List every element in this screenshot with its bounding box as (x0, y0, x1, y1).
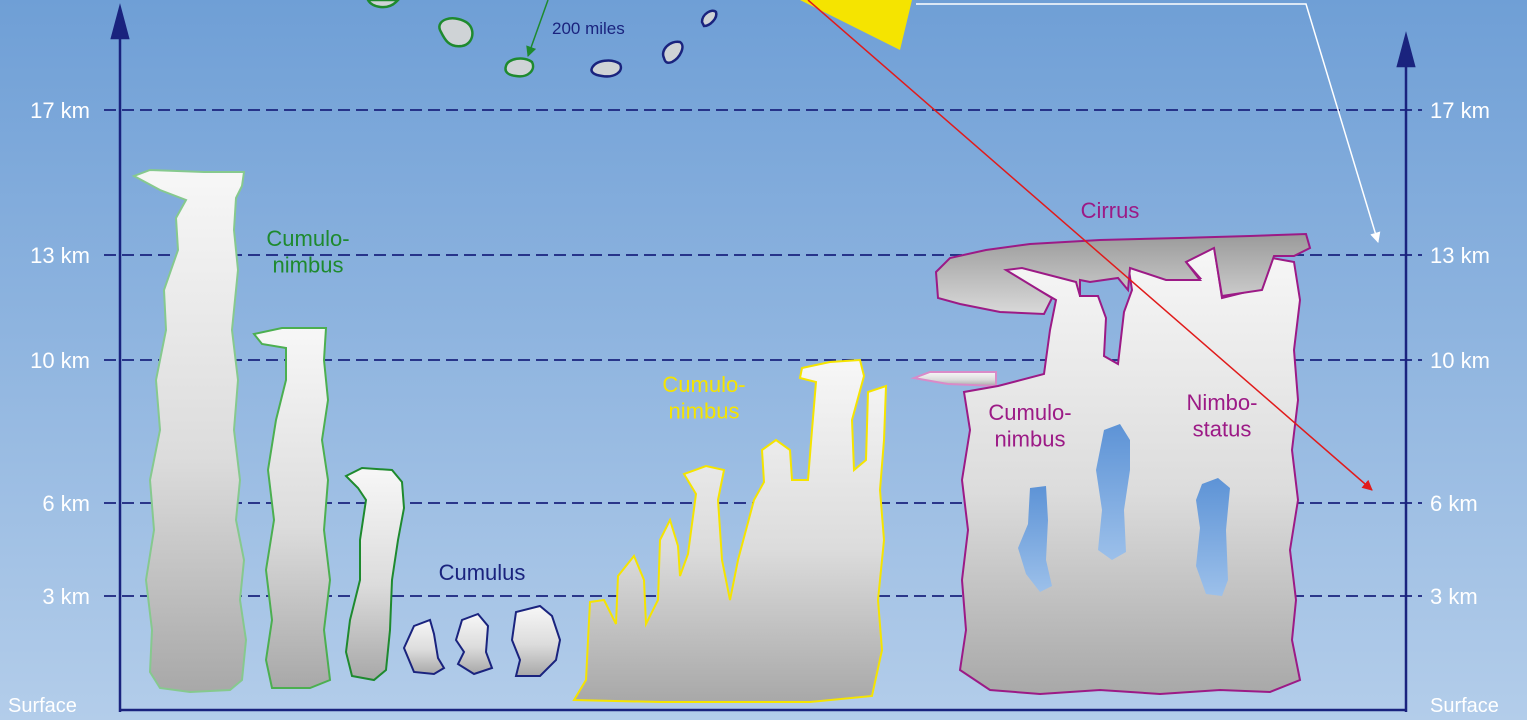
altitude-label-right: 6 km (1430, 491, 1478, 516)
altitude-label-right: 10 km (1430, 348, 1490, 373)
label-line: Cumulo- (266, 226, 349, 251)
cirrus-label: Cirrus (1081, 198, 1140, 223)
cumulonimbus-magenta-label: Cumulo-nimbus (988, 400, 1071, 451)
label-line: status (1193, 416, 1252, 441)
cumulus-cloud-2 (456, 614, 492, 674)
altitude-label-right: 3 km (1430, 584, 1478, 609)
altitude-label-left: 3 km (42, 584, 90, 609)
label-line: nimbus (273, 252, 344, 277)
surface-label-right: Surface (1430, 695, 1499, 717)
label-line: nimbus (669, 398, 740, 423)
nimbostratus-label: Nimbo-status (1187, 390, 1258, 441)
cumulonimbus-green-label: Cumulo-nimbus (266, 226, 349, 277)
label-line: Cumulo- (662, 372, 745, 397)
surface-label-left: Surface (8, 695, 77, 717)
altitude-label-left: 6 km (42, 491, 90, 516)
rain-shaft-3 (1196, 478, 1230, 596)
label-line: Nimbo- (1187, 390, 1258, 415)
cumulus-label: Cumulus (439, 560, 526, 585)
scale-label: 200 miles (552, 19, 625, 38)
altitude-label-left: 10 km (30, 348, 90, 373)
altitude-label-left: 13 km (30, 243, 90, 268)
label-line: nimbus (995, 426, 1066, 451)
cumulonimbus-yellow-label: Cumulo-nimbus (662, 372, 745, 423)
altitude-label-left: 17 km (30, 98, 90, 123)
altitude-label-right: 17 km (1430, 98, 1490, 123)
altitude-label-right: 13 km (1430, 243, 1490, 268)
label-line: Cumulo- (988, 400, 1071, 425)
